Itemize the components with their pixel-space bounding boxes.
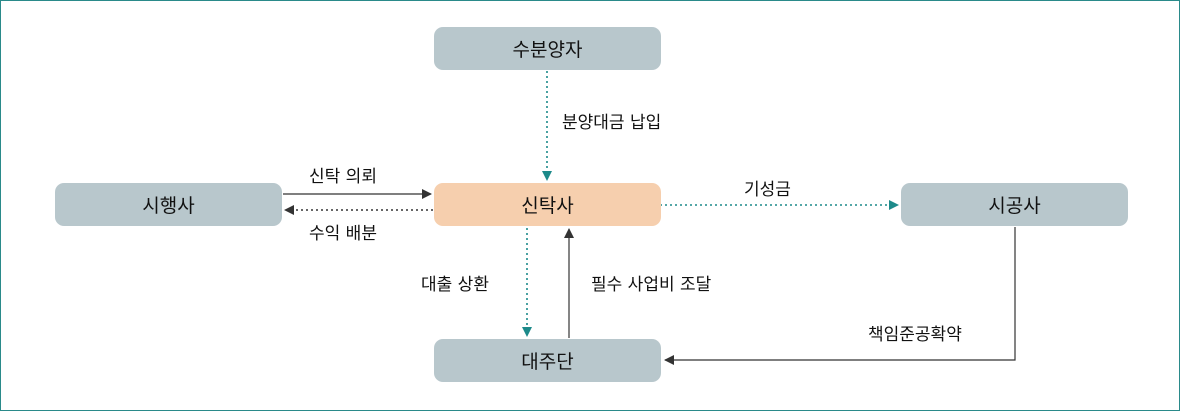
lender-label: 대주단 <box>521 351 574 373</box>
loan-repayment-label: 대출 상환 <box>421 275 489 295</box>
buyer-node: 수분양자 <box>434 27 661 70</box>
sale-payment-label: 분양대금 납입 <box>562 113 662 133</box>
profit-distribution-label: 수익 배분 <box>309 224 377 244</box>
progress-payment-label: 기성금 <box>744 180 791 200</box>
trustee-label: 신탁사 <box>521 195 574 217</box>
developer-label: 시행사 <box>142 195 195 217</box>
contractor-node: 시공사 <box>901 183 1128 226</box>
trustee-node: 신탁사 <box>434 183 661 226</box>
lender-node: 대주단 <box>434 339 661 382</box>
developer-node: 시행사 <box>55 183 282 226</box>
completion-guarantee-label: 책임준공확약 <box>868 325 962 345</box>
buyer-label: 수분양자 <box>512 39 583 61</box>
trust-request-label: 신탁 의뢰 <box>309 167 377 187</box>
project-funding-label: 필수 사업비 조달 <box>591 275 712 295</box>
contractor-label: 시공사 <box>988 195 1041 217</box>
completion-guarantee-arrow <box>664 227 1016 365</box>
